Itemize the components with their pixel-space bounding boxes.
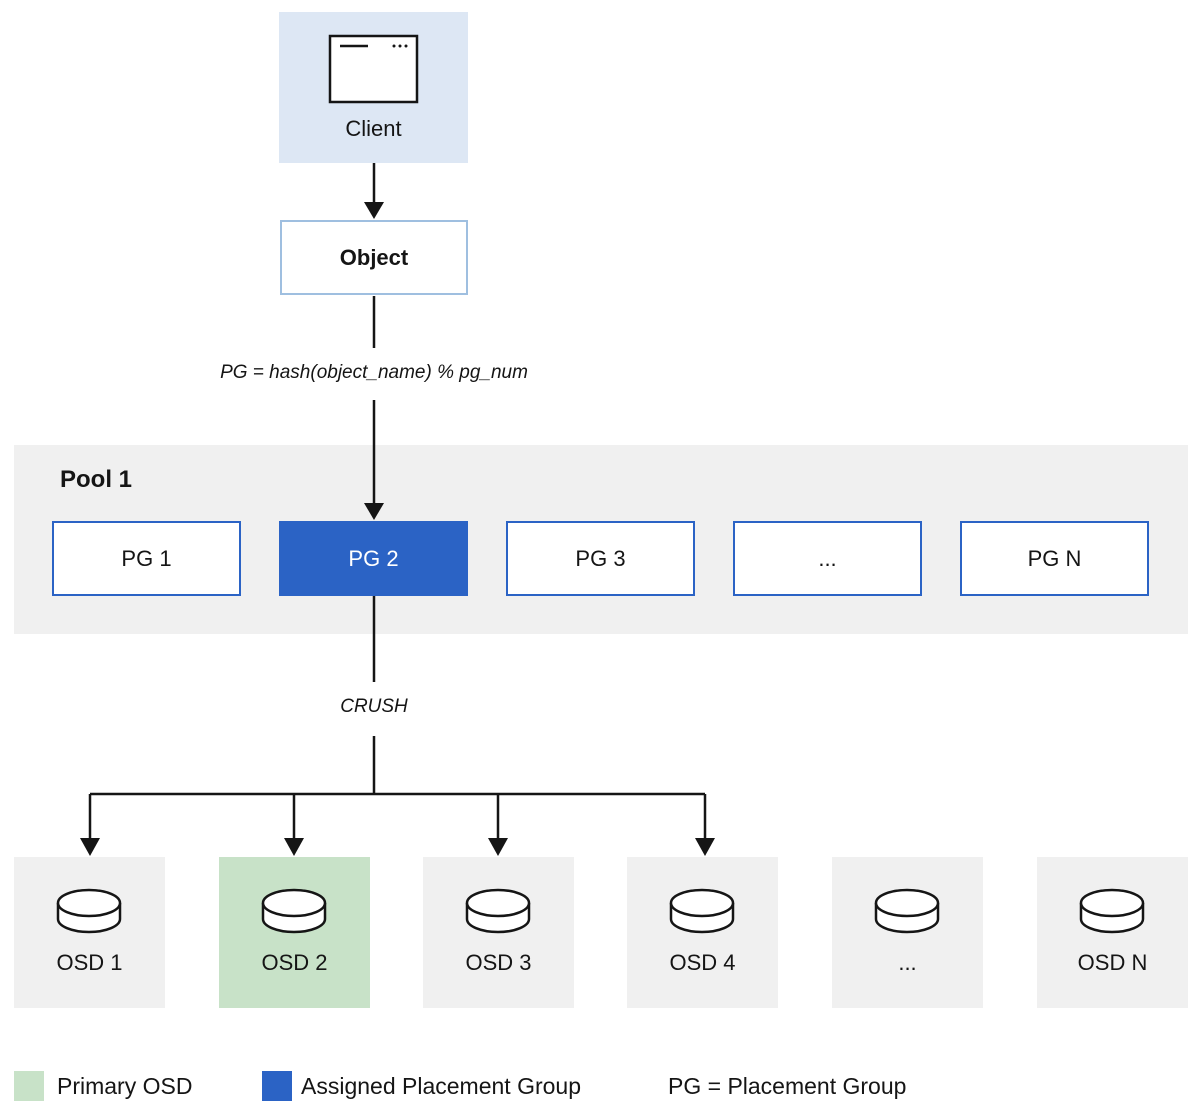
legend-label-primary-osd: Primary OSD [57, 1073, 193, 1099]
osd-label: OSD 4 [669, 950, 736, 975]
osd-node-ellipsis: ... [832, 857, 983, 1008]
legend-swatch-primary-osd [14, 1071, 44, 1101]
disk-icon [261, 888, 327, 934]
arrowhead [364, 202, 384, 219]
legend-swatch-assigned-pg [262, 1071, 292, 1101]
browser-window-icon [328, 34, 419, 104]
osd-label: OSD 3 [465, 950, 532, 975]
pg-node: PG N [960, 521, 1149, 596]
disk-icon [56, 888, 122, 934]
client-label: Client [345, 116, 402, 141]
disk-icon [669, 888, 735, 934]
pool-title: Pool 1 [60, 466, 133, 493]
pg-node: PG 1 [52, 521, 241, 596]
arrowhead [695, 838, 715, 856]
disk-icon [874, 888, 940, 934]
pg-node-assigned: PG 2 [279, 521, 468, 596]
osd-label: OSD 1 [56, 950, 123, 975]
osd-node: OSD 4 [627, 857, 778, 1008]
pg-node-ellipsis: ... [733, 521, 922, 596]
osd-node: OSD 1 [14, 857, 165, 1008]
arrowhead [488, 838, 508, 856]
pg-hash-formula: PG = hash(object_name) % pg_num [220, 362, 528, 383]
arrowhead [80, 838, 100, 856]
osd-label: ... [898, 950, 917, 975]
osd-label: OSD N [1077, 950, 1148, 975]
legend-label-assigned-pg: Assigned Placement Group [301, 1073, 581, 1099]
osd-node: OSD 3 [423, 857, 574, 1008]
legend-pg-definition: PG = Placement Group [668, 1073, 907, 1099]
crush-label: CRUSH [340, 696, 408, 717]
osd-label: OSD 2 [261, 950, 328, 975]
object-node: Object [280, 220, 468, 295]
osd-node: OSD N [1037, 857, 1188, 1008]
pg-node: PG 3 [506, 521, 695, 596]
disk-icon [465, 888, 531, 934]
client-node [279, 12, 468, 163]
arrowhead [284, 838, 304, 856]
disk-icon [1079, 888, 1145, 934]
osd-node-primary: OSD 2 [219, 857, 370, 1008]
arrowhead [364, 503, 384, 520]
